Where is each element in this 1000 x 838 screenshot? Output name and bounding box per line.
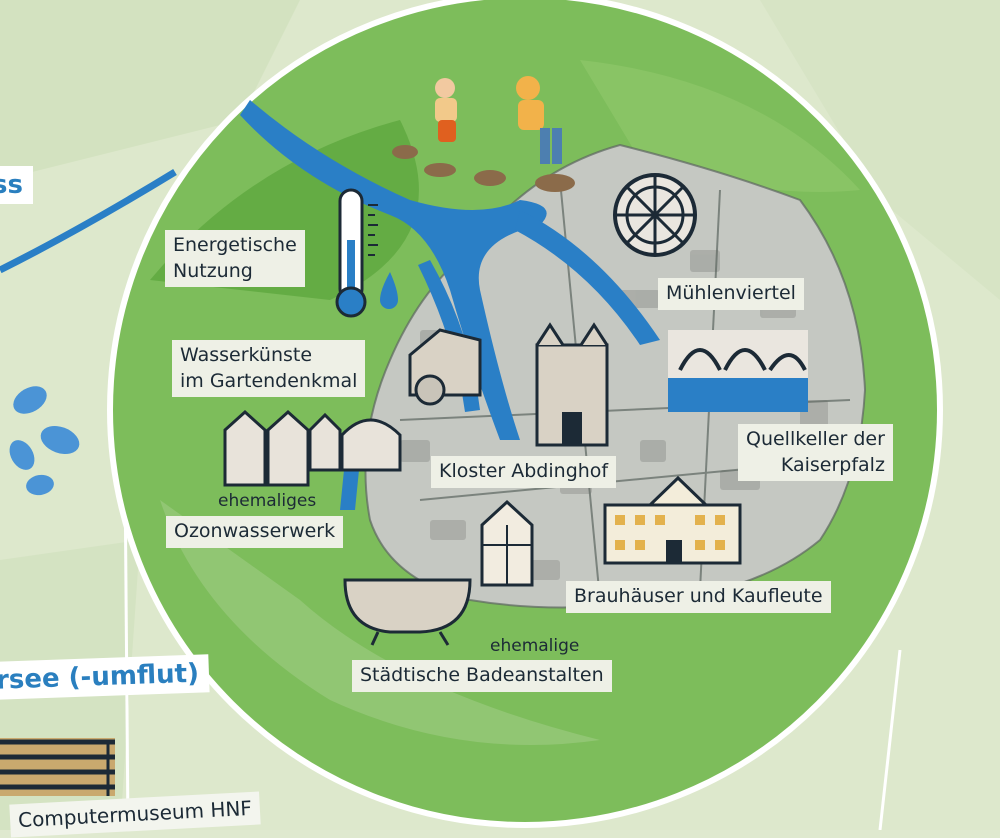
label-line: Quellkeller der xyxy=(746,428,885,450)
thermometer-icon xyxy=(335,188,398,318)
timber-house-icon xyxy=(480,499,534,587)
ozone-waterworks-icon xyxy=(223,409,402,487)
label-baths-prefix: ehemalige xyxy=(490,636,580,656)
water-drops-icon xyxy=(9,386,80,496)
label-line: Kaiserpfalz xyxy=(780,453,885,476)
label-line: Nutzung xyxy=(173,259,253,282)
outer-river xyxy=(0,169,177,274)
waterworks-house-icon xyxy=(408,328,482,406)
label-line: Wasserkünste xyxy=(180,344,313,366)
computer-museum-icon xyxy=(0,738,115,796)
bathtub-icon xyxy=(343,578,472,646)
old-town-area xyxy=(365,145,865,608)
label-muehlenviertel: Mühlenviertel xyxy=(658,278,804,310)
label-energetic-use: Energetische Nutzung xyxy=(165,230,305,288)
brewery-building-icon xyxy=(603,475,742,565)
monastery-icon xyxy=(535,322,609,447)
label-ozone-prefix: ehemaliges xyxy=(218,491,317,511)
label-line: im Gartendenkmal xyxy=(180,369,358,392)
spring-cellar-icon xyxy=(668,330,808,412)
children-icon xyxy=(392,76,575,192)
water-wheel-icon xyxy=(613,173,697,257)
label-breweries-merchants: Brauhäuser und Kaufleute xyxy=(566,581,831,613)
label-municipal-baths: Städtische Badeanstalten xyxy=(352,660,612,692)
label-river-partial: ss xyxy=(0,166,33,204)
label-spring-cellar: Quellkeller der Kaiserpfalz xyxy=(738,424,893,482)
label-lake-bypass: rsee (-umflut) xyxy=(0,654,210,700)
label-ozone-waterworks: Ozonwasserwerk xyxy=(166,516,344,548)
map-circle-border xyxy=(107,0,943,828)
label-waterworks-garden: Wasserkünste im Gartendenkmal xyxy=(172,340,366,398)
label-kloster-abdinghof: Kloster Abdinghof xyxy=(431,456,617,488)
label-line: Energetische xyxy=(173,234,297,256)
